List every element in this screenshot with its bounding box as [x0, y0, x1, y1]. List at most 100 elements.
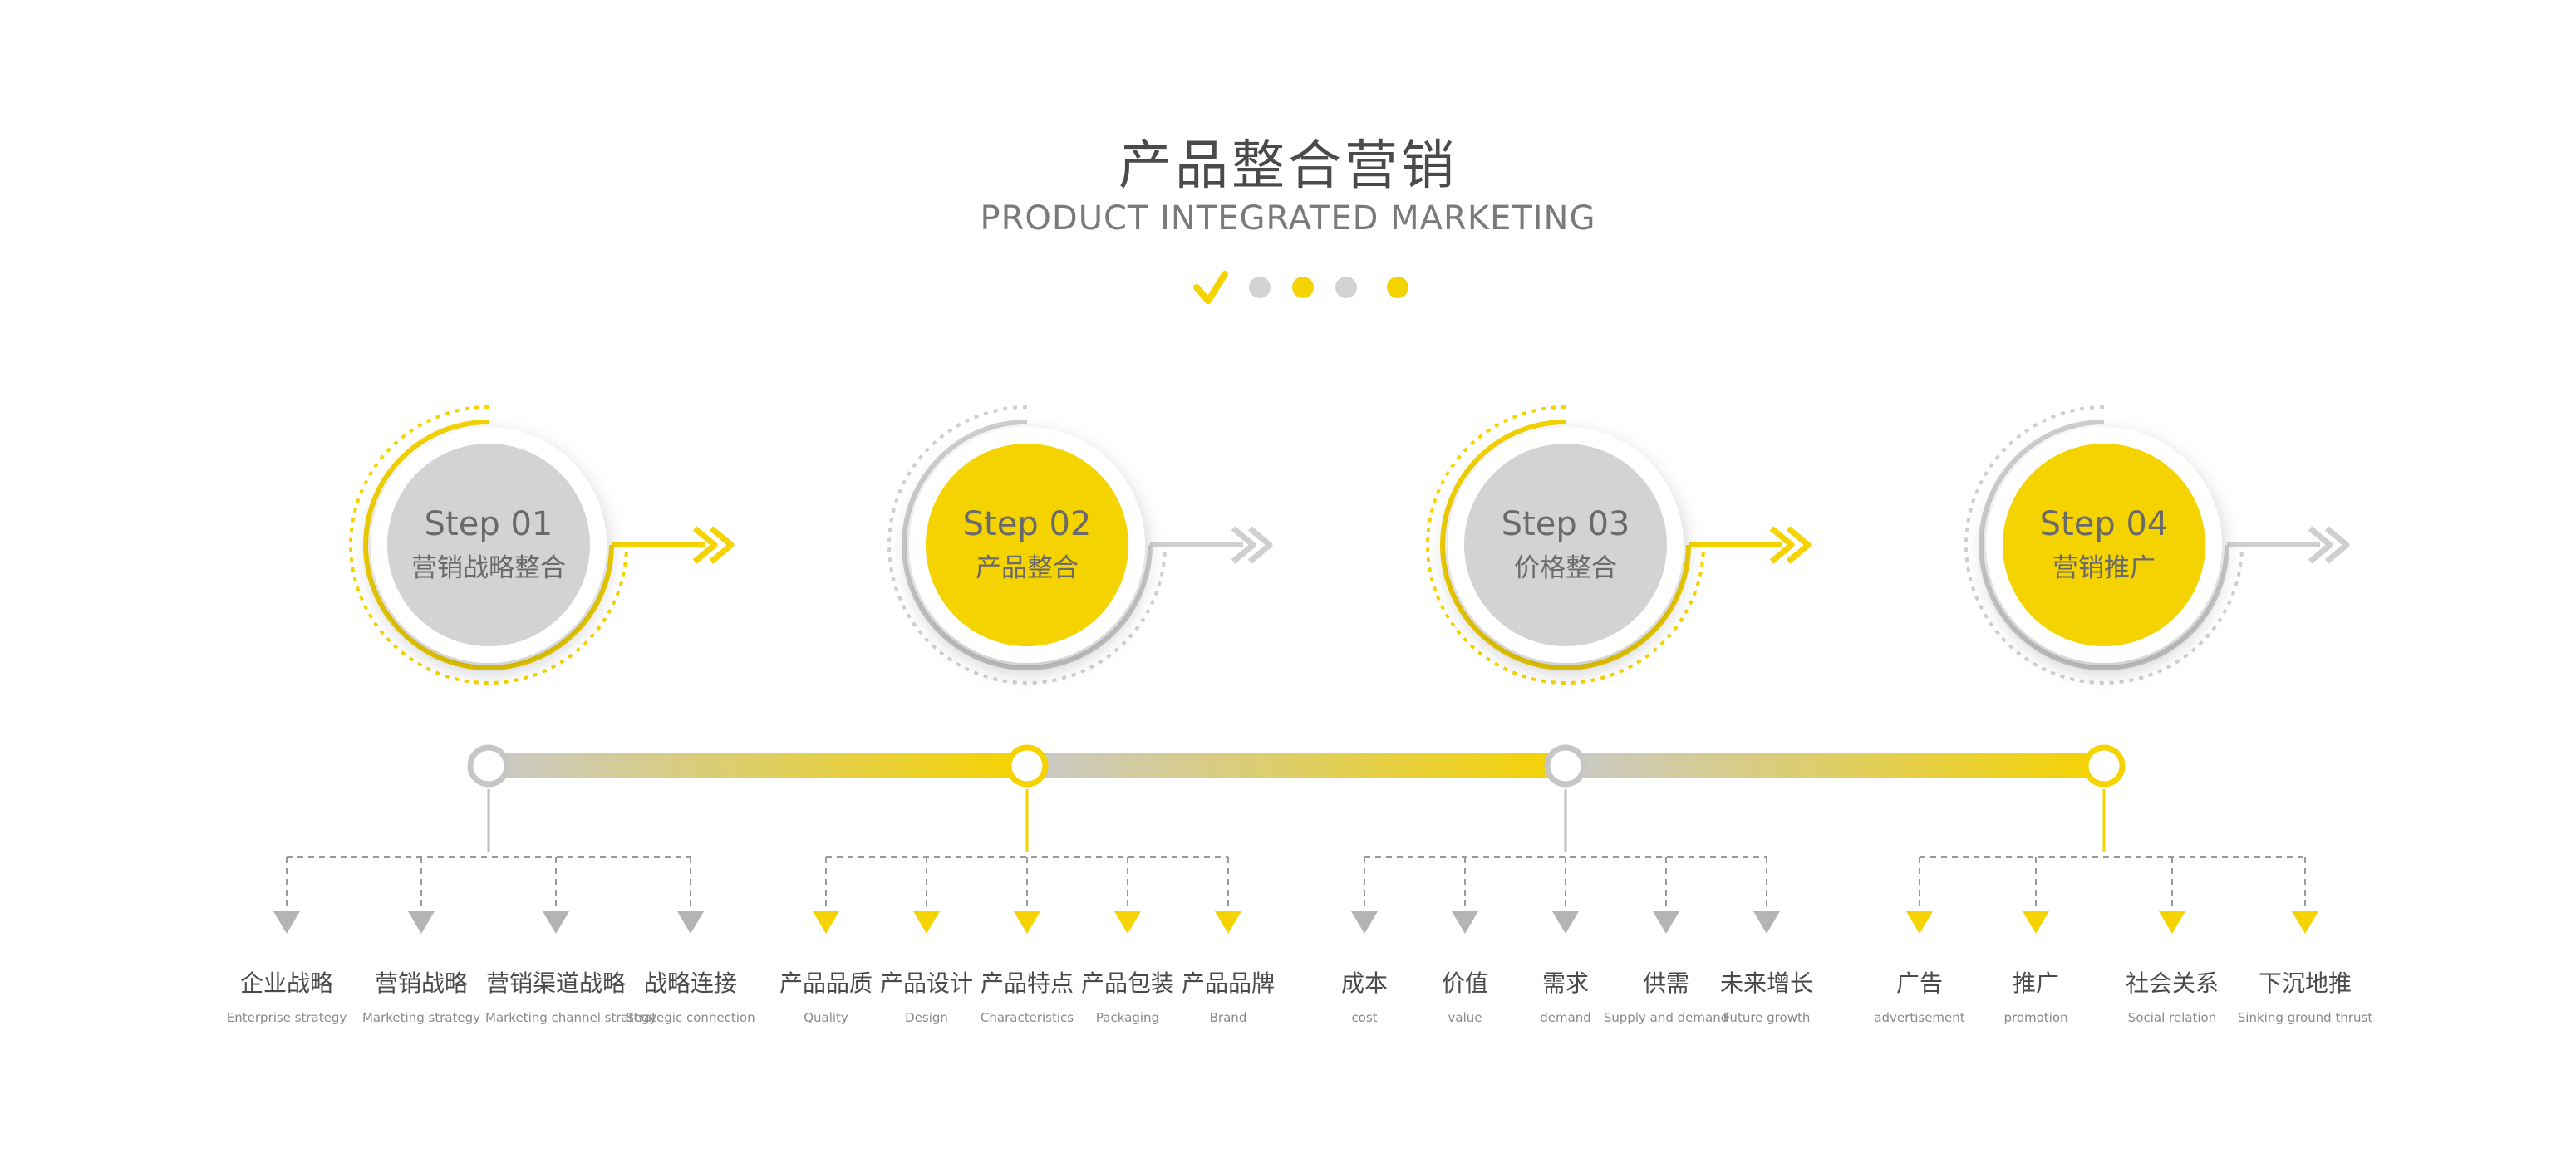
sub-item-english: Characteristics: [980, 1010, 1074, 1025]
sub-item-english: Packaging: [1095, 1010, 1160, 1025]
sub-item: 营销渠道战略 Marketing channel strategy: [485, 965, 657, 1025]
arrow-icon: [709, 526, 735, 564]
down-triangle-icon: [1452, 911, 1478, 934]
sub-item-english: Quality: [804, 1010, 848, 1025]
timeline-segment: [1027, 753, 1566, 778]
step-label: Step 02 产品整合: [902, 505, 1152, 584]
arrow-icon: [1786, 526, 1812, 564]
sub-item-english: Sinking ground thrust: [2237, 1010, 2373, 1025]
step-name: 产品整合: [976, 553, 1079, 583]
sub-item-english: promotion: [2003, 1010, 2068, 1025]
solid-ring: [902, 420, 1153, 670]
down-triangle-icon: [273, 911, 300, 934]
down-triangle-icon: [677, 911, 704, 934]
down-triangle-icon: [1351, 911, 1378, 934]
sub-item-title: 下沉地推: [2258, 969, 2352, 997]
step-number: Step 01: [424, 505, 553, 543]
sub-item-title: 产品品质: [779, 969, 873, 997]
solid-ring: [363, 420, 614, 670]
arrow-icon: [1231, 526, 1256, 564]
step-name: 营销推广: [2052, 553, 2156, 583]
down-triangle-icon: [1014, 911, 1040, 934]
branch-group: [1906, 789, 2318, 934]
sub-item-title: 战略连接: [643, 969, 737, 997]
arrow-icon: [1247, 526, 1273, 564]
sub-item-english: cost: [1351, 1010, 1378, 1025]
sub-item-title: 营销战略: [374, 969, 468, 997]
sub-item-english: demand: [1540, 1010, 1591, 1025]
step-name: 营销战略整合: [411, 553, 566, 583]
step-name: 价格整合: [1514, 553, 1617, 583]
step-circle: [387, 444, 590, 646]
sub-item: 战略连接 Strategic connection: [620, 965, 761, 1025]
arrow-icon: [2308, 526, 2333, 564]
dotted-ring: [1964, 405, 2244, 685]
sub-item-title: 未来增长: [1719, 969, 1813, 997]
down-triangle-icon: [2023, 911, 2049, 934]
sub-item-english: Marketing channel strategy: [485, 1010, 657, 1025]
indicator-dot: [1387, 277, 1408, 298]
timeline-segment: [489, 753, 1027, 778]
step-label: Step 01 营销战略整合: [364, 505, 613, 584]
down-triangle-icon: [408, 911, 435, 934]
timeline-node: [1005, 744, 1049, 788]
step-4: [1964, 405, 2350, 685]
sub-item-title: 成本: [1340, 969, 1388, 997]
timeline-node: [467, 744, 510, 788]
branch-group: [273, 789, 704, 934]
dotted-ring: [349, 405, 628, 685]
page-title: 产品整合营销: [1118, 135, 1458, 197]
down-triangle-icon: [2159, 911, 2185, 934]
down-triangle-icon: [1114, 911, 1141, 934]
sub-item: 广告 advertisement: [1849, 965, 1990, 1025]
step-circle: [926, 444, 1128, 646]
down-triangle-icon: [1753, 911, 1780, 934]
down-triangle-icon: [1552, 911, 1579, 934]
arrow-icon: [692, 526, 718, 564]
sub-item: 产品品质 Quality: [755, 965, 897, 1025]
sub-item-title: 营销渠道战略: [485, 969, 626, 997]
sub-item-english: Social relation: [2127, 1010, 2217, 1025]
down-triangle-icon: [813, 911, 839, 934]
sub-item-title: 推广: [2012, 969, 2059, 997]
sub-item: 下沉地推 Sinking ground thrust: [2234, 965, 2376, 1025]
sub-item-english: Future growth: [1723, 1010, 1811, 1025]
timeline-node: [2082, 744, 2126, 788]
sub-item-title: 广告: [1895, 969, 1943, 997]
branch-group: [813, 789, 1241, 934]
indicator-dot: [1292, 277, 1314, 298]
solid-ring: [1440, 420, 1691, 670]
step-1: [349, 405, 735, 685]
timeline-node: [1544, 744, 1587, 788]
step-number: Step 02: [962, 505, 1092, 543]
check-icon: [1193, 271, 1228, 304]
sub-item-english: Strategic connection: [626, 1010, 755, 1025]
down-triangle-icon: [2292, 911, 2318, 934]
timeline-segment: [1566, 753, 2104, 778]
indicator-dot: [1249, 277, 1271, 298]
step-3: [1426, 405, 1812, 685]
dotted-ring: [1426, 405, 1705, 685]
solid-ring: [1979, 420, 2229, 670]
sub-item-english: Brand: [1209, 1010, 1247, 1025]
sub-item-title: 价值: [1441, 969, 1488, 997]
sub-item-title: 企业战略: [239, 969, 333, 997]
step-circle: [1464, 444, 1667, 646]
sub-item-english: advertisement: [1874, 1010, 1965, 1025]
down-triangle-icon: [1906, 911, 1933, 934]
sub-item: 推广 promotion: [1965, 965, 2107, 1025]
down-triangle-icon: [1215, 911, 1241, 934]
branch-group: [1351, 789, 1780, 934]
sub-item-title: 供需: [1642, 969, 1689, 997]
indicator-dots: [1193, 271, 1408, 304]
